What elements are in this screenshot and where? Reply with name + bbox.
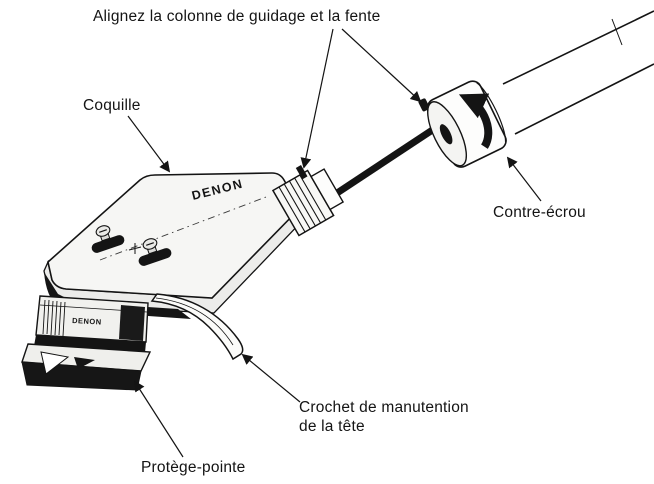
center-cross [128,243,142,254]
leader-coquille [127,115,171,173]
cartridge: DENON [34,295,149,353]
mounting-slot-front [91,235,125,253]
leader-contre-ecrou [506,156,542,202]
label-protege-pointe: Protège-pointe [141,459,246,476]
leader-crochet [241,353,301,403]
tonearm-tube [502,10,654,135]
screw-rear [142,238,158,255]
screw-front [95,225,111,242]
leader-align-slot [300,28,334,169]
label-crochet-manutention: Crochet de manutention de la tête [299,399,469,436]
headshell-top [47,172,301,299]
leader-protege-pointe [134,380,184,458]
finger-lift-hook [150,293,244,361]
mounting-slot-rear [138,248,172,266]
alignment-slot [295,165,308,180]
leader-align-pin [341,28,422,103]
guard-arrow-mark [40,351,70,375]
label-align-instruction: Alignez la colonne de guidage et la fent… [93,8,381,25]
label-contre-ecrou: Contre-écrou [493,204,586,221]
connector-rod [326,120,445,202]
connector-collar [271,165,345,237]
rotation-arrow [458,93,493,149]
label-coquille: Coquille [83,97,141,114]
lock-nut [418,80,507,168]
stylus-guard [21,343,152,391]
leader-lines [127,28,542,458]
center-dashline [99,196,267,261]
cartridge-brand-text: DENON [72,316,102,327]
